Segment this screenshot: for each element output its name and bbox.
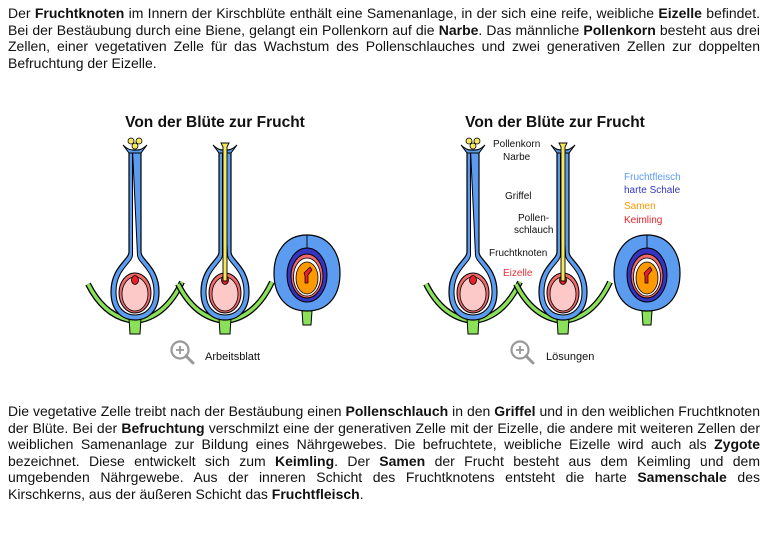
bold-term: Pollenschlauch [345, 403, 449, 419]
bold-term: Eizelle [658, 5, 702, 21]
bold-term: Befruchtung [121, 419, 205, 436]
label-narbe: Narbe [503, 152, 531, 163]
worksheet-link[interactable]: Arbeitsblatt [205, 351, 261, 363]
label-pollenschlauch-2: schlauch [514, 225, 554, 236]
solutions-link[interactable]: Lösungen [546, 351, 595, 363]
text-run: Der [8, 5, 35, 21]
text-run: in den [448, 403, 495, 419]
text-run: der Frucht besteht aus dem Keimling und … [8, 452, 760, 486]
worksheet-fruit-section [273, 234, 341, 326]
zoom-in-magnifier-icon[interactable] [509, 339, 535, 365]
bold-term: Samenschale [637, 469, 727, 486]
label-eizelle: Eizelle [503, 268, 533, 279]
bold-term: Samen [379, 452, 426, 469]
text-run: befindet. Bei der Bestäubung durch eine … [8, 5, 760, 38]
intro-paragraph: Der Fruchtknoten im Innern der Kirschblü… [8, 5, 760, 71]
bold-term: Zygote [714, 436, 760, 453]
text-run: . Der [334, 452, 380, 469]
text-run: . Das männliche [478, 21, 584, 38]
text-run: besteht aus drei Zellen, einer vegetativ… [8, 21, 760, 71]
solutions-flower-pollination [426, 137, 520, 334]
text-run: des Kirschkerns, aus der äußeren Schicht… [8, 469, 761, 502]
zoom-in-magnifier-icon[interactable] [169, 339, 195, 365]
worksheet-flower-pollination [88, 137, 182, 334]
legend-fruchtfleisch: Fruchtfleisch [624, 172, 681, 183]
solutions-flower-pollen-tube [516, 143, 610, 334]
bold-term: Pollenkorn [583, 21, 656, 38]
text-run: und in den weiblichen Fruchtknoten der B… [8, 403, 760, 436]
legend-keimling: Keimling [624, 215, 663, 226]
body-paragraph: Die vegetative Zelle treibt nach der Bes… [8, 403, 760, 503]
legend-samen: Samen [624, 201, 656, 212]
bold-term: Narbe [438, 21, 479, 38]
legend-harte-schale: harte Schale [624, 185, 681, 196]
label-pollenschlauch-1: Pollen- [518, 213, 550, 224]
text-run: verschmilzt eine der generativen Zelle m… [8, 419, 761, 453]
text-run: . [359, 485, 364, 502]
text-run: Die vegetative Zelle treibt nach der Bes… [8, 403, 346, 419]
text-run: im Innern der Kirschblüte enthält eine S… [124, 5, 659, 21]
label-pollenkorn: Pollenkorn [493, 139, 541, 150]
text-run: bezeichnet. Diese entwickelt sich zum [8, 452, 275, 469]
worksheet-title: Von der Blüte zur Frucht [125, 114, 305, 131]
label-fruchtknoten: Fruchtknoten [489, 248, 548, 259]
bold-term: Griffel [494, 403, 536, 419]
bold-term: Fruchtfleisch [271, 485, 360, 502]
solutions-title: Von der Blüte zur Frucht [465, 114, 645, 131]
label-griffel: Griffel [505, 191, 532, 202]
solutions-fruit-section [613, 234, 681, 326]
bold-term: Keimling [275, 452, 335, 469]
worksheet-flower-pollen-tube [178, 143, 272, 334]
bold-term: Fruchtknoten [34, 5, 125, 21]
